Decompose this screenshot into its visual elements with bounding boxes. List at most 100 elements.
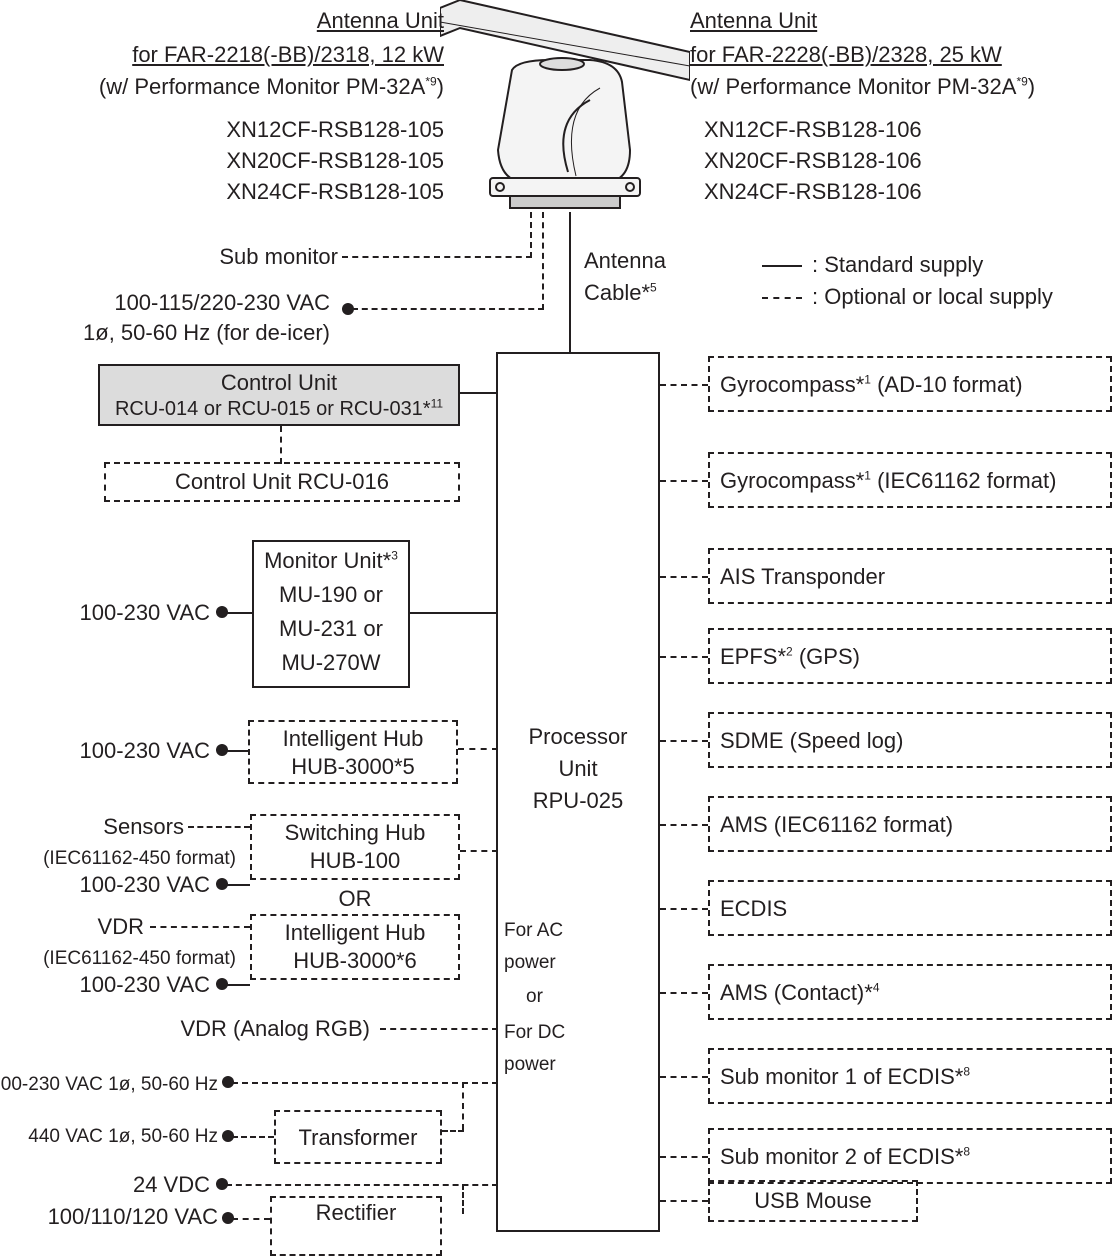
- intelligent-hub-b-label-1: Intelligent Hub: [284, 920, 426, 945]
- hub-a-power-label: 100-230 VAC: [79, 738, 210, 763]
- vdr-analog-line: [380, 1028, 498, 1030]
- antenna-unit-illustration: [440, 0, 690, 209]
- hub-b-power-label: 100-230 VAC: [79, 972, 210, 997]
- monitor-power-terminal: [216, 606, 228, 618]
- control-unit-box: Control Unit RCU-014 or RCU-015 or RCU-0…: [98, 364, 460, 426]
- transformer-out-line: [442, 1130, 464, 1132]
- processor-label-1: Processor: [528, 724, 628, 749]
- processor-label-2: Unit: [558, 756, 598, 781]
- dc-power-terminal: [216, 1178, 228, 1190]
- switching-hub-label-1: Switching Hub: [284, 820, 426, 845]
- peripheral-box: Gyrocompass*1 (IEC61162 format): [708, 452, 1112, 508]
- usb-mouse-line: [660, 1200, 708, 1202]
- processor-label-3: RPU-025: [532, 788, 624, 813]
- peripheral-line: [660, 992, 708, 994]
- switching-hub-line: [460, 850, 498, 852]
- peripheral-box: Gyrocompass*1 (AD-10 format): [708, 356, 1112, 412]
- power-label-or: or: [526, 986, 543, 1007]
- peripheral-line: [660, 480, 708, 482]
- peripheral-line: [660, 824, 708, 826]
- legend-standard-label: : Standard supply: [812, 252, 984, 277]
- peripheral-line: [660, 576, 708, 578]
- control-unit-label-1: Control Unit: [220, 370, 338, 395]
- monitor-unit-label-4: MU-270W: [281, 650, 381, 675]
- dc-power-line: [226, 1184, 498, 1186]
- antenna-right-variant-1: XN12CF-RSB128-106: [704, 117, 922, 142]
- monitor-unit-line: [410, 612, 498, 614]
- or-label: OR: [338, 886, 372, 911]
- ac-power-1-label: 100-230 VAC 1ø, 50-60 Hz: [0, 1074, 218, 1095]
- control-unit-016-label: Control Unit RCU-016: [175, 469, 389, 494]
- rect-power-terminal: [222, 1212, 234, 1224]
- rectifier-box: Rectifier: [270, 1196, 442, 1256]
- intelligent-hub-a-box: Intelligent Hub HUB-3000*5: [248, 720, 458, 784]
- antenna-right-variant-3: XN24CF-RSB128-106: [704, 179, 922, 204]
- ac-power-2-label: 440 VAC 1ø, 50-60 Hz: [28, 1126, 218, 1147]
- peripheral-label: Sub monitor 1 of ECDIS*8: [720, 1064, 971, 1089]
- peripheral-label: AMS (Contact)*4: [720, 980, 880, 1005]
- transformer-out-vline: [462, 1082, 464, 1130]
- peripheral-line: [660, 740, 708, 742]
- monitor-unit-label-2: MU-190 or: [279, 582, 383, 607]
- antenna-cable-label-1: Antenna: [584, 248, 666, 273]
- switching-hub-power-label: 100-230 VAC: [79, 872, 210, 897]
- peripheral-label: Gyrocompass*1 (IEC61162 format): [720, 468, 1057, 493]
- peripheral-line: [660, 1156, 708, 1158]
- vdr-line: [150, 926, 250, 928]
- deicer-power-2: 1ø, 50-60 Hz (for de-icer): [83, 320, 330, 345]
- hub-b-power-terminal: [216, 978, 228, 990]
- transformer-label: Transformer: [298, 1125, 418, 1150]
- peripheral-label: Gyrocompass*1 (AD-10 format): [720, 372, 1023, 397]
- peripheral-label: AIS Transponder: [720, 564, 886, 589]
- antenna-left-model: for FAR-2218(-BB)/2318, 12 kW: [132, 42, 444, 67]
- processor-unit-box: Processor Unit RPU-025: [496, 352, 660, 1232]
- sub-monitor-label: Sub monitor: [219, 244, 338, 269]
- intelligent-hub-b-box: Intelligent Hub HUB-3000*6: [250, 914, 460, 980]
- power-label-dc-1: For DC: [504, 1022, 566, 1043]
- antenna-cable-label-2: Cable*5: [584, 280, 657, 305]
- peripheral-box: AMS (Contact)*4: [708, 964, 1112, 1020]
- deicer-line: [352, 308, 544, 310]
- transformer-box: Transformer: [274, 1110, 442, 1164]
- monitor-unit-box: Monitor Unit*3 MU-190 or MU-231 or MU-27…: [252, 540, 410, 688]
- control-unit-016-vline: [280, 426, 282, 464]
- ac-power-1-line: [232, 1082, 498, 1084]
- rectifier-label-1: Rectifier: [315, 1200, 397, 1225]
- peripheral-line: [660, 384, 708, 386]
- control-unit-label-2: RCU-014 or RCU-015 or RCU-031*11: [114, 396, 444, 420]
- ac-power-2-terminal: [222, 1130, 234, 1142]
- hub-a-power-line: [226, 750, 248, 752]
- vdr-format-label: (IEC61162-450 format): [43, 948, 236, 969]
- antenna-left-monitor: (w/ Performance Monitor PM-32A*9): [98, 74, 444, 99]
- peripheral-label: EPFS*2 (GPS): [720, 644, 860, 669]
- monitor-unit-label-3: MU-231 or: [279, 616, 383, 641]
- hub-b-power-line: [226, 984, 250, 986]
- switching-hub-box: Switching Hub HUB-100: [250, 814, 460, 880]
- antenna-left-title: Antenna Unit: [316, 8, 444, 33]
- rect-power-label-1: 100/110/120 VAC: [47, 1204, 218, 1229]
- peripheral-box: EPFS*2 (GPS): [708, 628, 1112, 684]
- ac-power-2-line: [232, 1136, 274, 1138]
- sensors-label: Sensors: [103, 814, 184, 839]
- peripheral-box: SDME (Speed log): [708, 712, 1112, 768]
- peripheral-label: Sub monitor 2 of ECDIS*8: [720, 1144, 971, 1169]
- power-label-ac-1: For AC: [504, 920, 564, 941]
- monitor-power-line: [226, 612, 252, 614]
- control-unit-line: [460, 392, 498, 394]
- peripheral-label: ECDIS: [720, 896, 788, 921]
- antenna-right-monitor: (w/ Performance Monitor PM-32A*9): [690, 74, 1036, 99]
- dc-power-label: 24 VDC: [132, 1172, 210, 1197]
- antenna-left-variant-2: XN20CF-RSB128-105: [226, 148, 444, 173]
- antenna-left-variant-3: XN24CF-RSB128-105: [226, 179, 444, 204]
- peripheral-line: [660, 908, 708, 910]
- switching-hub-power-line: [226, 884, 250, 886]
- vdr-label: VDR: [97, 914, 144, 939]
- deicer-power-terminal: [342, 303, 354, 315]
- antenna-cable-line: [569, 212, 571, 354]
- peripheral-label: AMS (IEC61162 format): [720, 812, 954, 837]
- switching-hub-power-terminal: [216, 878, 228, 890]
- intelligent-hub-a-label-2: HUB-3000*5: [291, 754, 415, 779]
- power-label-dc-2: power: [504, 1054, 556, 1075]
- monitor-power-label: 100-230 VAC: [79, 600, 210, 625]
